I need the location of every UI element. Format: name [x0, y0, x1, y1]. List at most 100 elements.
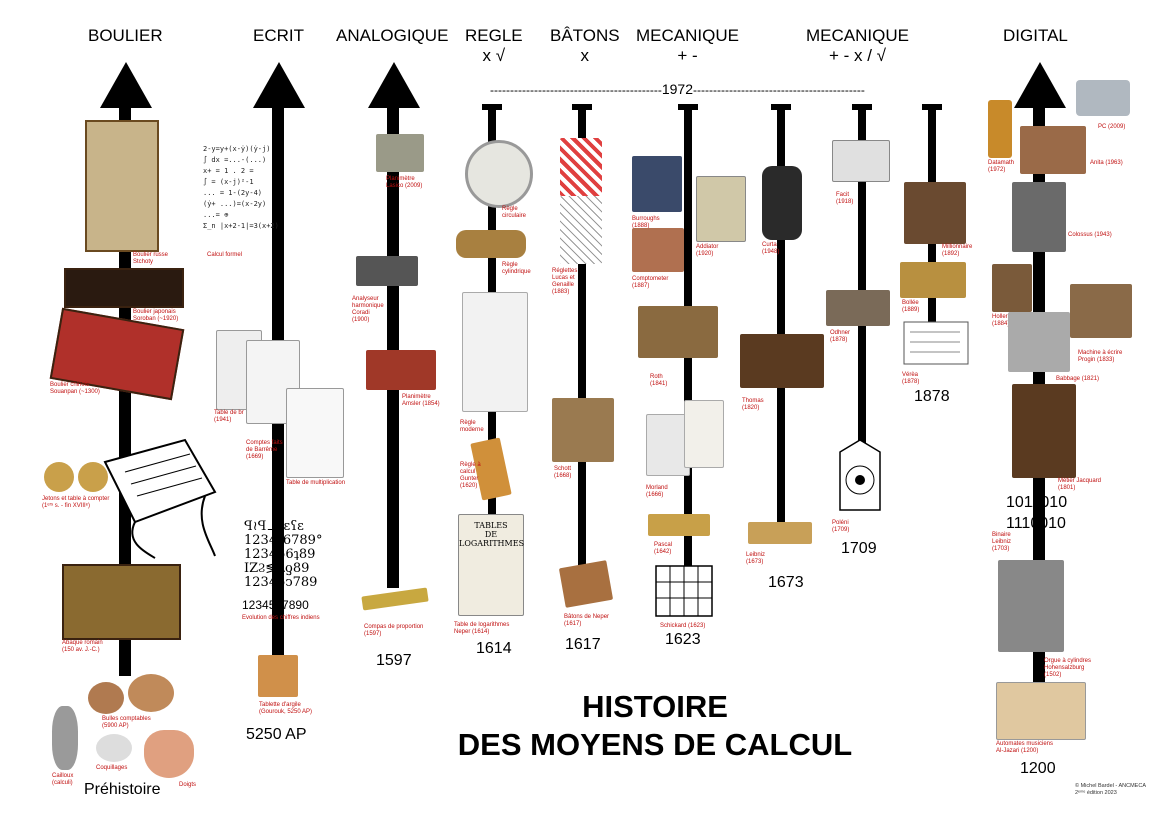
leibniz-image: [748, 522, 812, 544]
year-1673: 1673: [768, 574, 804, 591]
caption-hollerith: Hollerith (1884): [992, 314, 1015, 327]
caption-colossus: Colossus (1943): [1068, 232, 1112, 238]
boulier-russe-image: [85, 120, 159, 252]
caption-curta: Curta (1948): [762, 242, 780, 255]
caption-addiator: Addiator (1920): [696, 244, 719, 257]
metier-jacquard-image: [1012, 384, 1076, 478]
reglettes-image: [560, 196, 602, 264]
timeline-bar-leibniz: [777, 104, 785, 524]
caption-burroughs: Burroughs (1888): [632, 216, 660, 229]
caption-schott: Schott (1668): [554, 466, 572, 479]
schott-image: [552, 398, 614, 462]
bulle-comptable-image: [88, 682, 124, 714]
caption-roth: Roth (1841): [650, 374, 668, 387]
caption-table-br: Table de br (1941): [214, 410, 244, 423]
planimetre-amsler-image: [366, 350, 436, 390]
millionnaire-image: [904, 182, 966, 244]
caption-analyseur: Analyseur harmonique Coradi (1900): [352, 296, 384, 323]
morland-image: [646, 414, 690, 476]
batons-neper-image: [558, 560, 614, 608]
binary-1110010: 1110010: [1006, 515, 1066, 532]
caption-bollee: Bollée (1889): [902, 300, 920, 313]
header-ecrit: ECRIT: [253, 26, 304, 45]
caption-bulles: Bulles comptables (5900 AP): [102, 716, 151, 729]
arrow-up-icon: [1014, 62, 1066, 108]
morland-book-image: [684, 400, 724, 468]
datamath-image: [988, 100, 1012, 158]
caption-orgue: Orgue à cylindres Hohensalzburg (1502): [1044, 658, 1092, 678]
jeton-image: [44, 462, 74, 492]
anita-image: [1020, 126, 1086, 174]
header-digital: DIGITAL: [1003, 26, 1068, 45]
jeton-image: [78, 462, 108, 492]
table-multiplication-image: [286, 388, 344, 478]
year-1617: 1617: [565, 636, 601, 653]
title-line-1: HISTOIRE: [582, 689, 728, 724]
arrow-up-icon: [368, 62, 420, 108]
arrow-up-icon: [253, 62, 305, 108]
caption-pascal: Pascal (1642): [654, 542, 673, 555]
caption-boulier-russe: Boulier russe Stchoty: [133, 252, 169, 265]
roth-image: [638, 306, 718, 358]
caption-schickard: Schickard (1623): [660, 623, 706, 629]
chiffres-indiens-glyphs: ꟼ≀ꟼ⊥≀ɛʕɛ 1234ϧ6789° 123456ʇ89 IZϨ≶ᕕƍ89 1…: [244, 519, 323, 590]
caption-batons-neper: Bâtons de Neper (1617): [564, 614, 610, 627]
tablette-argile-image: [258, 655, 298, 697]
arrow-up-icon: [100, 62, 152, 108]
bollee-image: [900, 262, 966, 298]
burroughs-image: [632, 156, 682, 212]
babbage-image: [1008, 312, 1070, 372]
orgue-cylindres-image: [998, 560, 1064, 652]
regle-moderne-image: [462, 292, 528, 412]
bulle-comptable-image: [128, 674, 174, 712]
caption-datamath: Datamath (1972): [988, 160, 1015, 173]
caption-poleni: Poléni (1709): [832, 520, 850, 533]
caption-millionnaire: Millionnaire (1892): [942, 244, 973, 257]
year-1200: 1200: [1020, 760, 1056, 777]
caption-reglettes: Réglettes Lucas et Genaille (1883): [552, 268, 578, 295]
caption-binaire: Binaire Leibniz (1703): [992, 532, 1012, 552]
caption-odhner: Odhner (1878): [830, 330, 851, 343]
caption-morland: Morland (1666): [646, 485, 668, 498]
caption-regle-gunter: Règle à calcul Gunter (1620): [460, 462, 481, 489]
caption-leibniz: Leibniz (1673): [746, 552, 766, 565]
caption-thomas: Thomas (1820): [742, 398, 764, 411]
boulier-japonais-image: [64, 268, 184, 308]
caption-comptometer: Comptometer (1887): [632, 276, 669, 289]
timeline-bar-analogique: [387, 106, 399, 588]
caption-comptes: Comptes faits de Barrême (1669): [246, 440, 283, 460]
caption-boulier-japonais: Boulier japonais Soroban (~1920): [133, 309, 179, 322]
pascaline-image: [648, 514, 710, 536]
year-1878: 1878: [914, 388, 950, 405]
caption-regle-cylindrique: Règle cylindrique: [502, 262, 531, 275]
caption-table-log: Table de logarithmes Neper (1614): [454, 622, 510, 635]
caption-pc: PC (2009): [1098, 124, 1126, 130]
caption-jacquard: Métier Jacquard (1801): [1058, 478, 1102, 491]
header-mecanique-2: MECANIQUE+ - x / √: [806, 26, 909, 65]
caption-abaque: Abaque romain (150 av. J.-C.): [62, 640, 103, 653]
calcul-formel-scribble: 2-y=y+(x-ẏ)(ẏ-j) ∫ dx =...-(...) x+ = 1 …: [203, 145, 279, 230]
hand-icon: [144, 730, 194, 778]
year-prehistoire: Préhistoire: [84, 781, 161, 798]
year-5250-ap: 5250 AP: [246, 726, 307, 743]
machine-ecrire-image: [1070, 284, 1132, 338]
regle-circulaire-image: [465, 140, 533, 208]
caption-jetons: Jetons et table à compter (1ᵉʳˢ s. - fin…: [42, 496, 110, 509]
caption-chiffres: Evolution des chiffres indiens: [242, 615, 320, 621]
thomas-arithmometre-image: [740, 334, 824, 388]
reglettes-red-image: [560, 138, 602, 196]
schickard-drawing: [655, 565, 713, 617]
caption-tablette: Tablette d'argile (Gourouk, 5250 AP): [259, 702, 313, 715]
caption-planimetre-lasico: Planimètre Lasico (2009): [386, 176, 423, 189]
comptometer-image: [632, 228, 684, 272]
colossus-image: [1012, 182, 1066, 252]
compas-proportion-image: [361, 587, 429, 611]
caption-planimetre-amsler: Planimètre Amsler (1854): [402, 394, 440, 407]
caption-regle-moderne: Règle moderne: [460, 420, 484, 433]
table-a-compter-drawing: [103, 438, 217, 559]
title-line-2: DES MOYENS DE CALCUL: [457, 727, 853, 762]
caption-compas: Compas de proportion (1597): [364, 624, 424, 637]
caption-facit: Facit (1918): [836, 192, 854, 205]
